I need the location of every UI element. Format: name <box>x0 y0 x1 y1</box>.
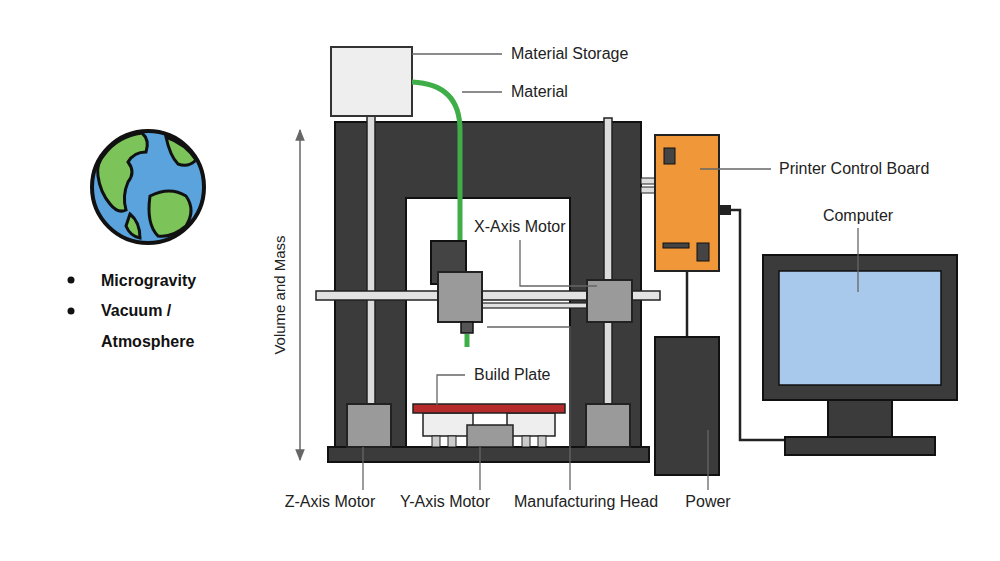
bullet-dot <box>68 277 75 284</box>
screen <box>779 271 941 385</box>
part-label: Printer Control Board <box>779 159 929 179</box>
power-wire <box>686 271 689 337</box>
manufacturing-head <box>438 272 482 322</box>
usb-plug <box>719 205 731 215</box>
board-connector <box>641 187 655 193</box>
plate-support <box>423 413 473 436</box>
dimension-arrow <box>299 130 301 460</box>
plate-support <box>507 413 555 436</box>
plate-post <box>538 436 546 447</box>
board-connector <box>641 178 655 184</box>
leader-lines <box>363 54 858 490</box>
plate-post <box>432 436 440 447</box>
plate-post <box>522 436 530 447</box>
part-label: Manufacturing Head <box>514 492 658 512</box>
nozzle <box>461 322 473 333</box>
part-label: X-Axis Motor <box>474 217 566 237</box>
printer-control-board <box>655 135 719 271</box>
part-label: Y-Axis Motor <box>400 492 490 512</box>
monitor-stand <box>828 400 892 437</box>
build-plate <box>413 404 565 413</box>
environment-item: Vacuum / Atmosphere <box>101 295 213 357</box>
base-plate <box>328 447 649 462</box>
part-label: Material Storage <box>511 44 628 64</box>
part-label: Material <box>511 82 568 102</box>
part-label: Power <box>685 492 730 512</box>
part-label: Z-Axis Motor <box>285 492 376 512</box>
chip <box>663 243 689 248</box>
plate-post <box>448 436 456 447</box>
monitor-base <box>785 437 935 455</box>
material-storage-box <box>331 47 412 116</box>
monitor <box>763 255 957 400</box>
extrudate <box>465 334 470 347</box>
bullet-dot <box>68 308 75 315</box>
z-axis-motor <box>586 404 630 447</box>
y-axis-motor <box>467 425 513 447</box>
part-label: Computer <box>823 206 893 226</box>
printer-frame <box>335 122 641 447</box>
filament <box>412 82 460 242</box>
z-rod <box>367 116 375 406</box>
z-axis-motor <box>347 404 391 447</box>
environment-item: Microgravity <box>101 265 213 296</box>
z-rod <box>604 118 612 406</box>
dimension-label: Volume and Mass <box>270 235 290 354</box>
part-label: Build Plate <box>474 365 551 385</box>
chip <box>664 148 675 164</box>
earth-icon <box>92 131 204 243</box>
chip <box>697 243 709 261</box>
power-supply <box>655 337 719 475</box>
